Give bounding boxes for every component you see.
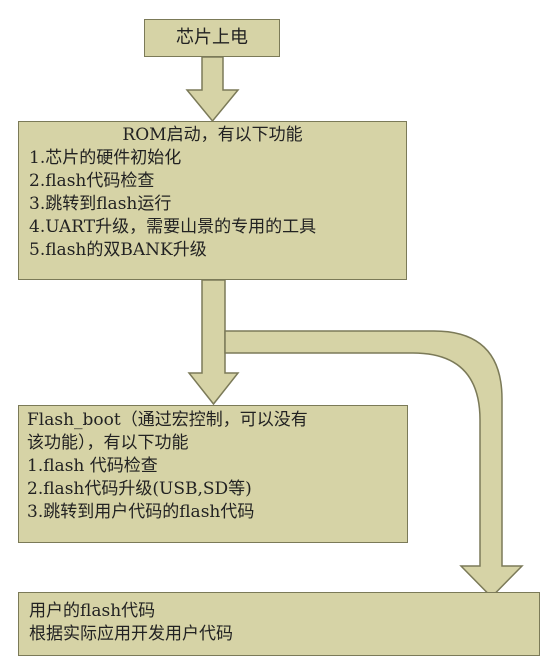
power-on-label: 芯片上电 bbox=[176, 27, 248, 48]
flash-boot-line: 该功能），有以下功能 bbox=[27, 433, 189, 453]
flash-boot-box: Flash_boot（通过宏控制，可以没有 该功能），有以下功能 1.flash… bbox=[18, 405, 408, 543]
arrow-power-to-rom bbox=[185, 56, 240, 123]
rom-boot-item: 1.芯片的硬件初始化 bbox=[29, 148, 182, 168]
rom-boot-title: ROM启动，有以下功能 bbox=[122, 125, 303, 145]
user-code-line: 用户的flash代码 bbox=[29, 601, 156, 621]
power-on-box: 芯片上电 bbox=[144, 19, 280, 57]
rom-boot-item: 4.UART升级，需要山景的专用的工具 bbox=[29, 217, 317, 237]
user-code-line: 根据实际应用开发用户代码 bbox=[29, 624, 233, 644]
rom-boot-item: 2.flash代码检查 bbox=[29, 171, 155, 191]
rom-boot-item: 5.flash的双BANK升级 bbox=[29, 240, 207, 260]
flash-boot-line: 2.flash代码升级(USB,SD等) bbox=[27, 479, 252, 499]
arrow-rom-to-flash-boot bbox=[187, 279, 240, 406]
user-code-box: 用户的flash代码 根据实际应用开发用户代码 bbox=[18, 592, 540, 656]
flash-boot-line: 3.跳转到用户代码的flash代码 bbox=[27, 502, 255, 522]
flash-boot-line: Flash_boot（通过宏控制，可以没有 bbox=[27, 410, 308, 430]
flash-boot-line: 1.flash 代码检查 bbox=[27, 456, 158, 476]
rom-boot-item: 3.跳转到flash运行 bbox=[29, 194, 172, 214]
rom-boot-box: ROM启动，有以下功能 1.芯片的硬件初始化 2.flash代码检查 3.跳转到… bbox=[18, 121, 407, 280]
